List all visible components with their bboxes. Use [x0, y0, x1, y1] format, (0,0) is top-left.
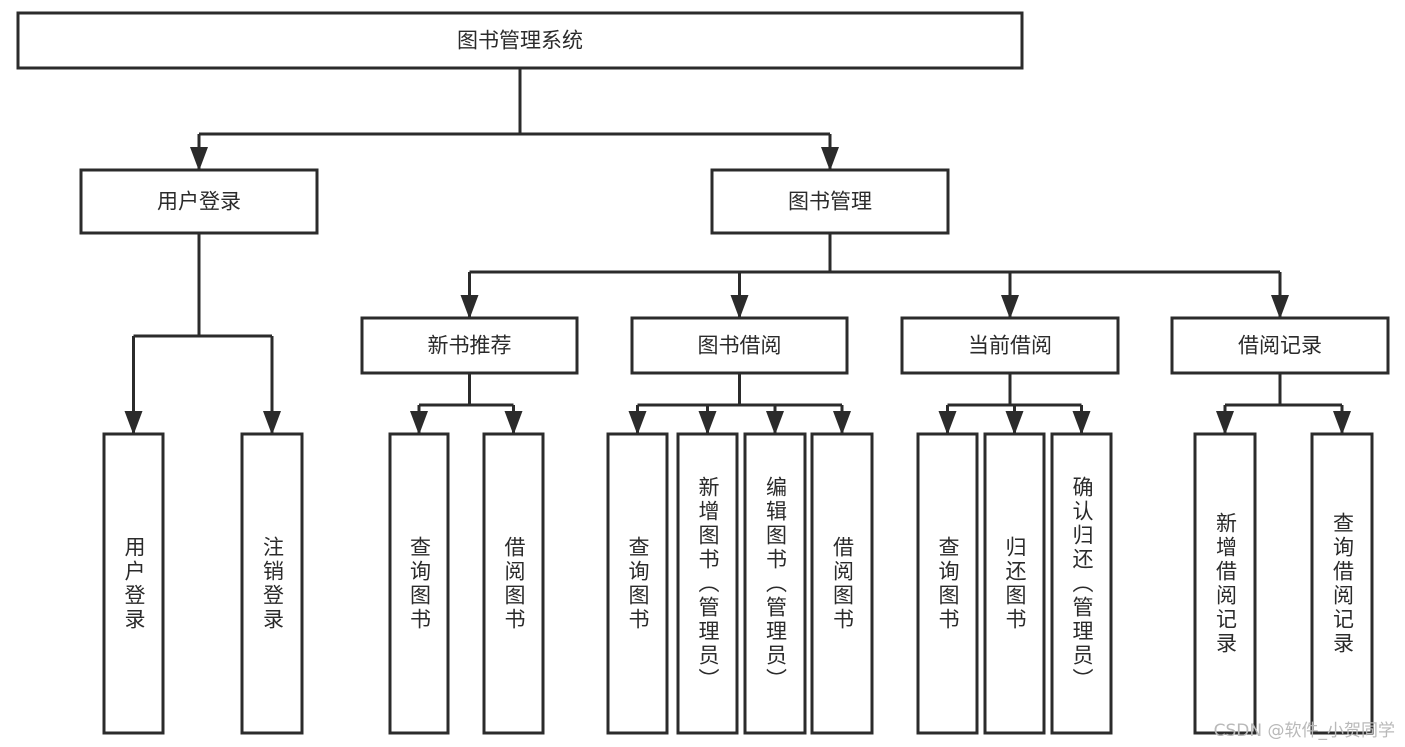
node-box-new-book-rec[interactable]: [360, 316, 579, 375]
node-box-leaf-add-record[interactable]: [1193, 432, 1257, 735]
node-box-root[interactable]: [16, 11, 1024, 70]
arrow-head-icon: [190, 147, 208, 171]
arrow-head-icon: [730, 295, 749, 319]
arrow-head-icon: [410, 411, 428, 435]
node-box-leaf-query-record[interactable]: [1310, 432, 1374, 735]
arrow-head-icon: [833, 411, 851, 435]
arrow-head-icon: [766, 411, 784, 435]
node-box-leaf-user-login[interactable]: [102, 432, 165, 735]
node-box-leaf-add-book[interactable]: [676, 432, 739, 735]
arrow-head-icon: [1072, 411, 1091, 435]
arrow-head-icon: [504, 411, 523, 435]
edges-layer: [124, 68, 1351, 435]
node-box-user-login[interactable]: [79, 168, 319, 235]
node-box-leaf-logout[interactable]: [240, 432, 304, 735]
csdn-watermark: CSDN @软件_小贺同学: [1213, 721, 1395, 741]
node-box-leaf-edit-book[interactable]: [743, 432, 807, 735]
node-box-leaf-return-book[interactable]: [983, 432, 1046, 735]
arrow-head-icon: [460, 295, 479, 319]
node-box-current-borrow[interactable]: [900, 316, 1120, 375]
node-box-book-borrow[interactable]: [630, 316, 849, 375]
node-label-user-login: 用户登录: [157, 190, 241, 214]
node-label-current-borrow: 当前借阅: [968, 334, 1052, 358]
node-label-book-borrow: 图书借阅: [698, 334, 782, 358]
arrow-head-icon: [1005, 411, 1024, 435]
arrow-head-icon: [938, 411, 957, 435]
node-label-root: 图书管理系统: [457, 29, 583, 53]
node-box-leaf-borrow-book-1[interactable]: [482, 432, 545, 735]
node-box-leaf-confirm-return[interactable]: [1050, 432, 1113, 735]
node-box-leaf-borrow-book-2[interactable]: [810, 432, 874, 735]
node-label-borrow-record: 借阅记录: [1238, 334, 1322, 358]
node-box-leaf-query-book-1[interactable]: [388, 432, 450, 735]
arrow-head-icon: [821, 147, 839, 171]
arrow-head-icon: [1271, 295, 1289, 319]
arrow-head-icon: [263, 411, 281, 435]
node-box-leaf-query-book-2[interactable]: [606, 432, 669, 735]
arrow-head-icon: [698, 411, 717, 435]
node-box-book-manage[interactable]: [710, 168, 950, 235]
arrow-head-icon: [1001, 295, 1019, 319]
node-box-borrow-record[interactable]: [1170, 316, 1390, 375]
boxes-layer: [16, 11, 1390, 735]
arrow-head-icon: [1333, 411, 1351, 435]
node-box-leaf-query-book-3[interactable]: [916, 432, 979, 735]
arrow-head-icon: [124, 411, 143, 435]
arrow-head-icon: [628, 411, 647, 435]
arrow-head-icon: [1216, 411, 1234, 435]
node-label-book-manage: 图书管理: [788, 190, 872, 214]
node-label-new-book-rec: 新书推荐: [428, 334, 512, 358]
